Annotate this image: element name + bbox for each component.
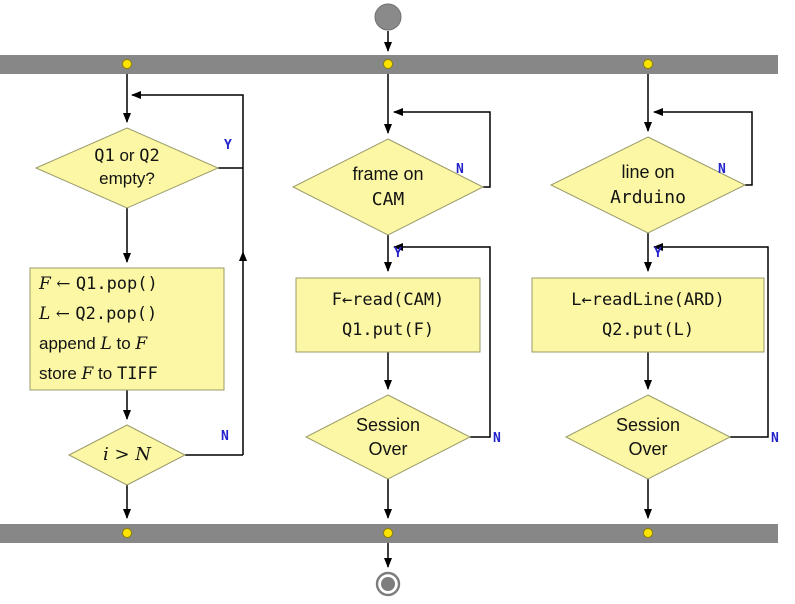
decision-session-over-cam — [304, 394, 472, 480]
join-dot-center — [383, 528, 393, 538]
decision-line-on-arduino — [549, 136, 747, 234]
join-dot-right — [643, 528, 653, 538]
decision-session-over-arduino — [564, 394, 732, 480]
process-read-cam — [295, 277, 481, 353]
loop-col1-return — [131, 91, 244, 252]
loop-frame-check-no — [393, 108, 491, 188]
end-node-core — [381, 577, 395, 591]
fork-dot-right — [643, 59, 653, 69]
end-node-ring — [375, 571, 401, 597]
loop-line-check-no — [653, 108, 753, 186]
fork-dot-center — [383, 59, 393, 69]
connector-arrows — [123, 31, 769, 568]
process-read-arduino — [531, 277, 765, 353]
start-node — [374, 3, 402, 31]
fork-dot-left — [122, 59, 132, 69]
loop-session-ard-no — [653, 243, 769, 438]
decision-queues-empty — [34, 127, 220, 209]
process-pop-store — [29, 267, 225, 391]
decision-frame-on-cam — [291, 138, 485, 236]
join-dot-left — [122, 528, 132, 538]
decision-i-gt-n — [67, 424, 187, 486]
loop-session-cam-no — [393, 243, 491, 438]
